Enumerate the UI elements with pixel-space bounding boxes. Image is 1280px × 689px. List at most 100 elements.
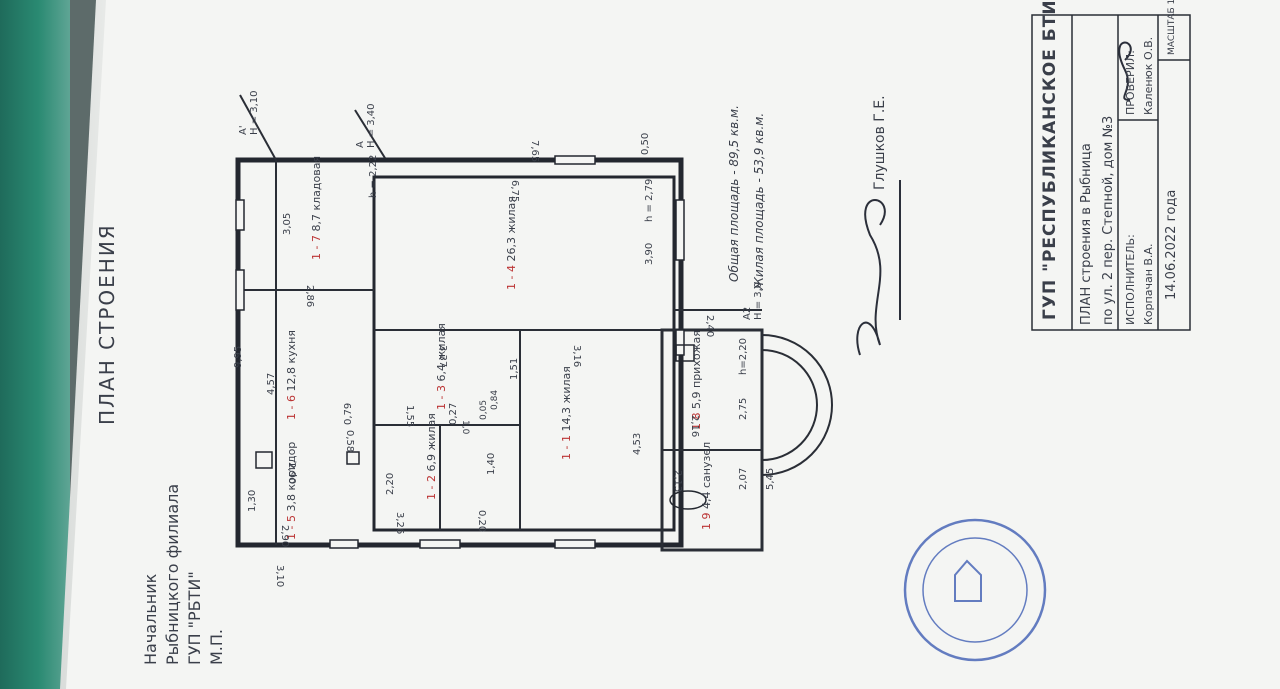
section-line (354, 109, 386, 159)
dimension-label: 7,65 (529, 140, 540, 163)
room-label-6: 1 - 6 12,8 кухня (285, 330, 298, 420)
room-label-2: 1 - 2 6,9 жилая (425, 413, 438, 500)
title-block-header: ГУП "РЕСПУБЛИКАНСКОЕ БТИ" (1040, 0, 1060, 320)
window (419, 539, 461, 549)
stamp-place-label: М.П. (207, 628, 226, 665)
dimension-label: 3,26 (394, 512, 405, 535)
room-name: кладовая (310, 155, 323, 211)
inner-wall (372, 175, 676, 532)
signature-scribble (856, 199, 886, 356)
section-height: H = 3,10 (249, 90, 260, 135)
plan-label: ПЛАН (1079, 286, 1094, 325)
title-block-scale: МАСШТАБ 1:100 (1167, 0, 1177, 55)
signatory-name: Глушков Г.Е. (872, 95, 888, 190)
section-marker: A'H = 3,10 (238, 90, 260, 135)
living-area: Жилая площадь - 53,9 кв.м. (752, 112, 766, 290)
room-area: 14,3 (560, 407, 573, 432)
official-seal (903, 518, 1047, 662)
dimension-label: 3,10 (274, 565, 285, 588)
checker-label: ПРОВЕРИЛ: (1124, 50, 1137, 115)
room-name: жилая (560, 366, 573, 404)
dimension-label: 1,30 (247, 489, 258, 512)
porch-arc (761, 349, 818, 461)
dimension-label: 2,86 (304, 285, 315, 308)
window (554, 155, 596, 165)
plan-value: строения в Рыбница (1079, 143, 1094, 283)
boiler-fixture (675, 344, 695, 362)
room-area: 3,8 (285, 494, 298, 512)
total-area: Общая площадь - 89,5 кв.м. (727, 105, 741, 282)
window (235, 269, 245, 311)
window (675, 199, 685, 261)
dimension-label: 0,05 (479, 399, 489, 420)
section-label: A (355, 141, 366, 148)
dimension-label: 2,07 (738, 467, 749, 490)
room-name: жилая (425, 413, 438, 451)
room-area: 8,7 (310, 214, 323, 232)
dimension-label: 0,27 (448, 402, 459, 425)
dimension-label: 2,16 (689, 415, 700, 438)
official-seal-inner-ring (922, 537, 1028, 643)
dimension-label: 2,13 (672, 470, 683, 493)
dimension-label: 3,90 (644, 242, 655, 265)
room-name: санузел (700, 441, 713, 488)
room-label-1: 1 - 1 14,3 жилая (560, 366, 573, 460)
seal-emblem (954, 559, 982, 602)
dimension-label: 3,37 (437, 345, 448, 368)
dimension-label: 6,75 (509, 180, 520, 203)
section-label: A' (238, 125, 249, 135)
dimension-label: h = 2,22 (368, 154, 379, 198)
dimension-label: 4,57 (266, 372, 277, 395)
chief-title: Начальник Рыбницкого филиала ГУП "РБТИ" … (140, 484, 228, 665)
window (554, 539, 596, 549)
window (235, 199, 245, 231)
dimension-label: 2,90 (279, 525, 290, 548)
window (329, 539, 359, 549)
room-area: 5,9 (690, 391, 703, 410)
dimension-label: 0,79 (343, 402, 354, 425)
plan-title: ПЛАН СТРОЕНИЯ (95, 223, 119, 425)
dimension-label: 0,50 (640, 132, 651, 155)
dimension-label: 0,84 (490, 389, 500, 410)
dimension-label: 0,20 (476, 510, 487, 533)
background-fabric (0, 0, 70, 689)
room-area: 26,3 (505, 237, 518, 262)
room-code: 1 - 1 (560, 435, 573, 460)
dimension-label: 2,40 (704, 315, 715, 338)
dimension-label: 1,55 (404, 405, 415, 428)
dimension-label: h=2,20 (738, 338, 749, 375)
room-code: 1 - 6 (285, 395, 298, 420)
dimension-label: 4,53 (632, 432, 643, 455)
dimension-label: 1,51 (509, 357, 520, 380)
dimension-label: 1,40 (486, 452, 497, 475)
room-area: 6,9 (425, 454, 438, 472)
room-code: 1 - 3 (435, 385, 448, 410)
room-code: 1 - 2 (425, 475, 438, 500)
sink-fixture (346, 451, 360, 465)
dimension-label: 2,20 (385, 472, 396, 495)
vestibule-wall (660, 328, 764, 552)
room-area: 12,8 (285, 367, 298, 392)
room-label-7: 1 - 7 8,7 кладовая (310, 156, 323, 260)
room-code: 1 - 7 (310, 235, 323, 260)
section-height: H = 3,40 (366, 103, 377, 148)
stove-fixture (255, 451, 273, 469)
dimension-label: 0,58 (344, 430, 355, 453)
executor-name: Корпачан В.А. (1142, 243, 1155, 325)
room-code: 1 9 (700, 512, 713, 531)
dimension-label: 2,75 (738, 397, 749, 420)
executor-label: ИСПОЛНИТЕЛЬ: (1124, 234, 1137, 325)
section-label: A2 (742, 306, 753, 320)
room-code: 1 - 4 (505, 265, 518, 290)
dimension-label: 3,05 (282, 212, 293, 235)
chief-line-3: ГУП "РБТИ" (185, 571, 204, 665)
dimension-label: 2,90 (286, 462, 297, 485)
title-block-executor: ИСПОЛНИТЕЛЬ: Корпачан В.А. (1122, 234, 1158, 325)
checker-signature (1118, 41, 1132, 101)
chief-line-1: Начальник (141, 573, 160, 665)
title-block-checker: ПРОВЕРИЛ: Каленюк О.В. (1122, 37, 1158, 115)
dimension-label: 3,16 (571, 345, 582, 368)
window (675, 329, 685, 356)
